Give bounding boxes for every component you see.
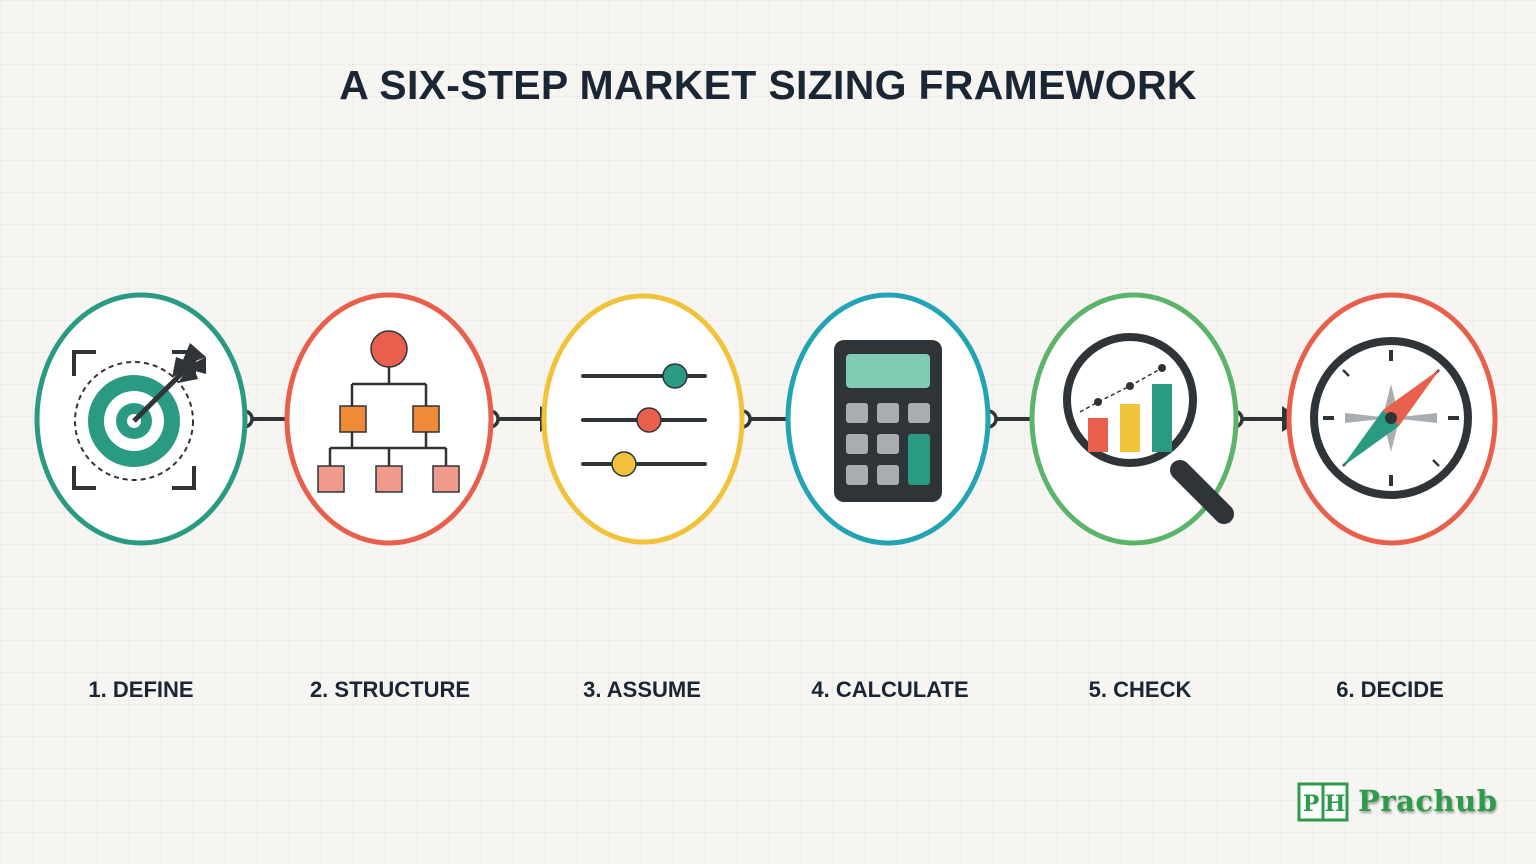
step-3-label: 3. ASSUME [583,677,701,702]
hierarchy-icon [317,330,460,493]
step-6-label: 6. DECIDE [1336,677,1444,702]
sliders-icon [581,363,707,477]
logo-mark-h: H [1325,791,1346,817]
book-logo-icon: P H [1297,782,1349,822]
step-3-node [541,293,745,545]
logo-mark-p: P [1303,791,1320,817]
step-5-label: 5. CHECK [1088,677,1192,702]
step-5-node [1029,292,1239,546]
step-4-label: 4. CALCULATE [811,677,969,702]
step-1-label: 1. DEFINE [88,677,194,702]
step-4-node [785,292,991,546]
calculator-icon [834,340,942,502]
step-6-node [1286,292,1498,546]
compass-icon [1310,337,1472,499]
prachub-logo: P H Prachub [1296,777,1506,825]
step-1-node [34,292,248,546]
step-2-node [284,292,494,546]
page-title: A SIX-STEP MARKET SIZING FRAMEWORK [339,62,1197,108]
magnifier-chart-icon [1063,333,1234,524]
logo-text: Prachub [1358,784,1498,818]
step-2-label: 2. STRUCTURE [309,677,471,702]
target-icon [72,343,206,490]
